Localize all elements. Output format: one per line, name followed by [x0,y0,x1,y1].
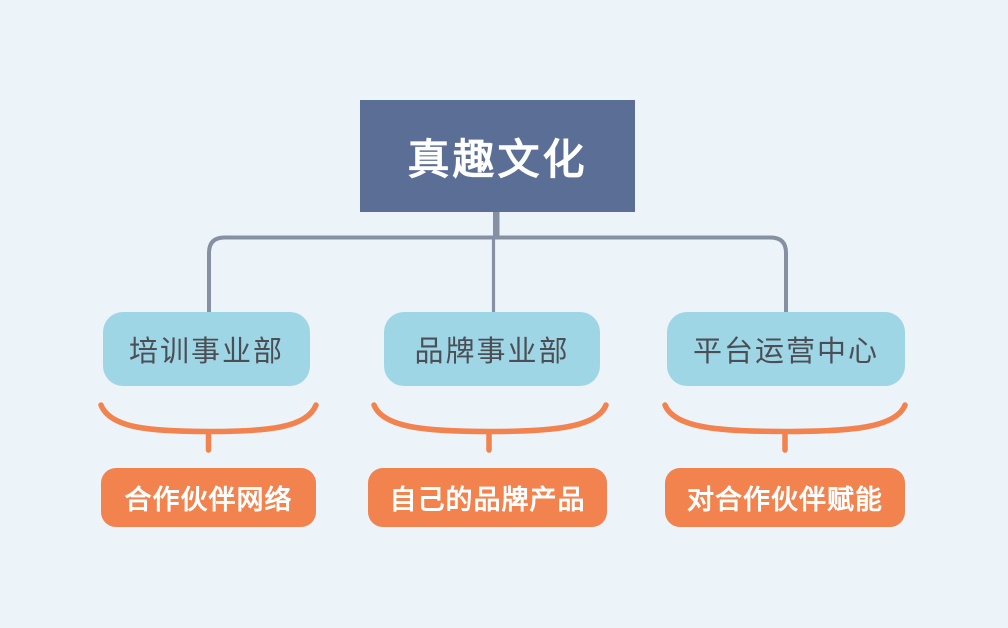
root-stub-connector [493,210,500,239]
output-node-own-brand-products[interactable]: 自己的品牌产品 [368,468,607,527]
output-node-partner-network[interactable]: 合作伙伴网络 [101,468,316,527]
department-node-training[interactable]: 培训事业部 [103,312,310,386]
output-node-empower-partners[interactable]: 对合作伙伴赋能 [665,468,905,527]
brace-1 [98,402,319,453]
department-node-platform[interactable]: 平台运营中心 [667,312,905,386]
root-node[interactable]: 真趣文化 [360,100,635,212]
brace-2 [371,402,609,453]
department-node-brand[interactable]: 品牌事业部 [384,312,600,386]
brace-3 [662,402,908,453]
tree-rail-connector [207,235,788,313]
